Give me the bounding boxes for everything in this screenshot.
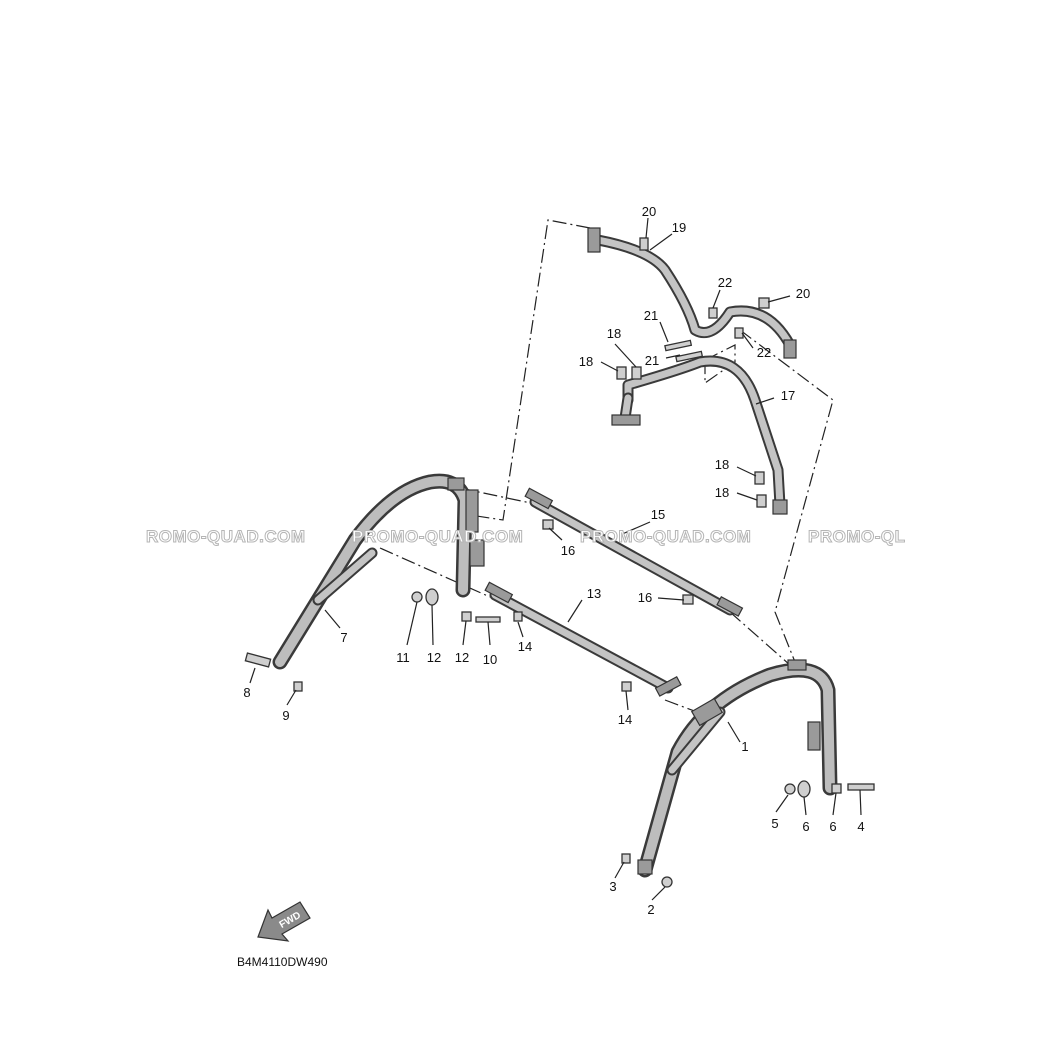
bolt-20-left (639, 237, 649, 251)
nut-3 (621, 853, 631, 864)
callout-10: 10 (483, 652, 497, 667)
front-bar-bracket (807, 721, 821, 751)
rear-bar-bracket (465, 489, 479, 533)
cross-bar-end-plate (716, 596, 744, 617)
pin-21-upper (664, 339, 693, 352)
grab-bar-lower (611, 355, 788, 515)
callout-2: 2 (647, 902, 654, 917)
callout-12: 12 (427, 650, 441, 665)
nut-5 (784, 783, 796, 795)
callout-20: 20 (642, 204, 656, 219)
diagram-code: B4M4110DW490 (237, 955, 328, 969)
callout-13: 13 (587, 586, 601, 601)
upper-cross-bar (524, 487, 744, 617)
front-bar-foot (637, 859, 653, 875)
front-roll-bar (637, 659, 838, 878)
bolt-14-lower (621, 681, 632, 692)
callout-6: 6 (802, 819, 809, 834)
callout-18: 18 (607, 326, 621, 341)
callout-9: 9 (282, 708, 289, 723)
rear-roll-bar (272, 473, 485, 670)
cross-bar-end-plate (484, 581, 514, 604)
callout-4: 4 (857, 819, 864, 834)
callout-16: 16 (638, 590, 652, 605)
callout-3: 3 (609, 879, 616, 894)
callout-21: 21 (644, 308, 658, 323)
grab-bar-flange (783, 339, 797, 359)
bolt-14-upper (513, 611, 523, 622)
callout-labels: 20 19 22 20 21 22 18 21 18 17 18 18 15 1… (243, 204, 864, 917)
grab-bar-top (587, 227, 797, 359)
callout-17: 17 (781, 388, 795, 403)
callout-19: 19 (672, 220, 686, 235)
callout-22: 22 (757, 345, 771, 360)
hardware (244, 237, 875, 888)
watermark-text: ROMO-QUAD.COM (146, 527, 305, 546)
grab-bar-base (611, 414, 641, 426)
watermark-text: PROMO-QL (808, 527, 906, 546)
bolt-16-lower (682, 594, 694, 605)
callout-1: 1 (741, 739, 748, 754)
callout-12: 12 (455, 650, 469, 665)
nut-22-lower (734, 327, 744, 339)
callout-14: 14 (618, 712, 632, 727)
bolt-18-c (754, 471, 765, 485)
callout-22: 22 (718, 275, 732, 290)
washer-6b (831, 783, 842, 794)
callout-5: 5 (771, 816, 778, 831)
rear-bar-mount-plate (469, 539, 485, 567)
front-bar-gusset (690, 697, 724, 727)
front-bar-top-plate (787, 659, 807, 671)
bolt-16-upper (542, 519, 554, 530)
callout-18: 18 (579, 354, 593, 369)
washer-12b (461, 611, 472, 622)
callout-16: 16 (561, 543, 575, 558)
washer-12a (425, 588, 439, 606)
bolt-18-a (616, 366, 627, 380)
callout-20: 20 (796, 286, 810, 301)
grab-bar-end-plate (772, 499, 788, 515)
bolt-4 (847, 783, 875, 791)
callout-11: 11 (396, 650, 410, 665)
callout-7: 7 (340, 630, 347, 645)
callout-18: 18 (715, 457, 729, 472)
watermark-band: ROMO-QUAD.COM PROMO-QUAD.COM PROMO-QUAD.… (146, 527, 906, 547)
nut-22-top (708, 307, 718, 319)
callout-18: 18 (715, 485, 729, 500)
pin-21-lower (675, 350, 704, 363)
watermark-text: PROMO-QUAD.COM (352, 527, 523, 546)
callout-21: 21 (645, 353, 659, 368)
bolt-20-right (758, 297, 770, 309)
cross-bar-end-plate (654, 676, 682, 697)
bolt-18-b (631, 366, 642, 380)
callout-8: 8 (243, 685, 250, 700)
bolt-2 (661, 876, 673, 888)
nut-9 (293, 681, 303, 692)
bolt-10 (475, 616, 501, 623)
callout-6: 6 (829, 819, 836, 834)
cross-bar-end-plate (524, 487, 554, 510)
washer-6a (797, 780, 811, 798)
callout-14: 14 (518, 639, 532, 654)
forward-arrow-icon: FWD (257, 901, 311, 942)
callout-15: 15 (651, 507, 665, 522)
watermark-text: PROMO-QUAD.COM (580, 527, 751, 546)
rear-bar-top-plate (447, 477, 465, 491)
bolt-18-d (756, 494, 767, 508)
alignment-lines (379, 219, 834, 716)
bolt-8 (244, 652, 272, 668)
lower-cross-bar (484, 581, 682, 697)
leader-lines (249, 217, 862, 901)
grab-bar-flange (587, 227, 601, 253)
nut-11 (411, 591, 423, 603)
